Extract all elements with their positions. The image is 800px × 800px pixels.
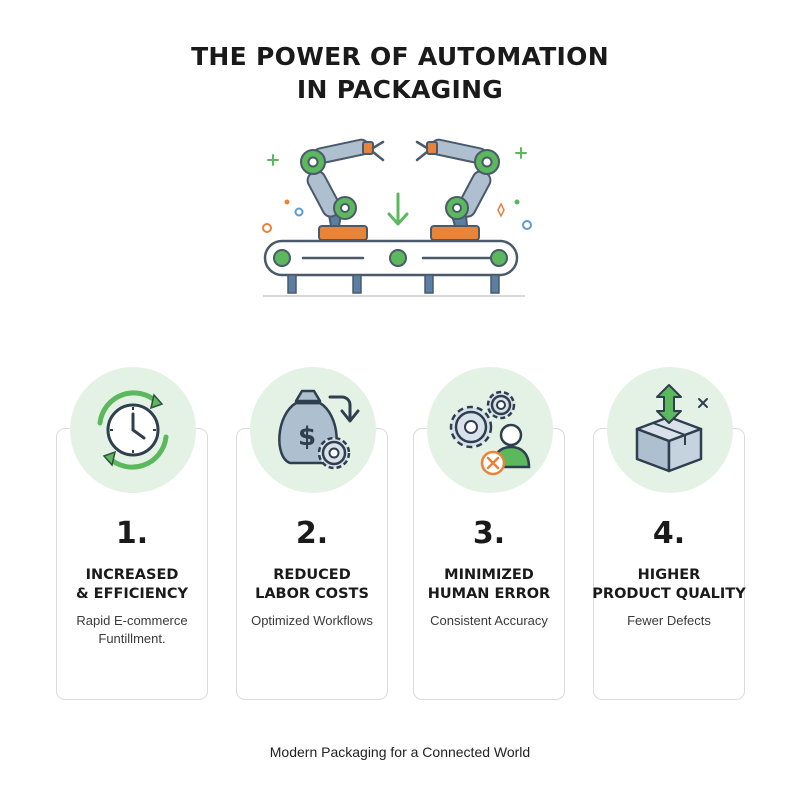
- benefit-subtitle-line-2: Funtillment.: [98, 631, 166, 646]
- benefit-badge: [70, 367, 196, 493]
- benefit-heading-line-1: REDUCED: [273, 567, 351, 583]
- box-quality-arrows-icon: [635, 384, 708, 473]
- robot-arms-conveyor-icon: [262, 138, 532, 297]
- benefit-badge: $: [250, 367, 376, 493]
- benefit-heading-line-1: MINIMIZED: [444, 567, 534, 583]
- benefit-subtitle-line-1: Consistent Accuracy: [430, 613, 548, 628]
- gears-person-error-icon: [449, 390, 531, 476]
- benefit-subtitle: Optimized Workflows: [232, 612, 392, 630]
- benefit-number: 1.: [115, 516, 149, 551]
- benefit-heading: INCREASED & EFFICIENCY: [47, 566, 217, 604]
- benefit-heading: HIGHER PRODUCT QUALITY: [584, 566, 754, 604]
- benefit-number: 3.: [472, 516, 506, 551]
- title-line-1: THE POWER OF AUTOMATION: [191, 42, 609, 71]
- benefit-heading: REDUCED LABOR COSTS: [227, 566, 397, 604]
- benefit-heading: MINIMIZED HUMAN ERROR: [404, 566, 574, 604]
- benefit-subtitle: Fewer Defects: [589, 612, 749, 630]
- title-line-2: IN PACKAGING: [296, 75, 504, 104]
- benefit-subtitle: Consistent Accuracy: [409, 612, 569, 630]
- benefit-heading-line-2: PRODUCT QUALITY: [592, 586, 746, 602]
- svg-text:$: $: [298, 422, 316, 452]
- benefit-badge: [607, 367, 733, 493]
- benefit-number: 2.: [295, 516, 329, 551]
- benefit-heading-line-2: & EFFICIENCY: [75, 586, 189, 602]
- benefit-heading-line-1: HIGHER: [637, 567, 701, 583]
- benefit-subtitle-line-1: Rapid E-commerce: [76, 613, 188, 628]
- page-title: THE POWER OF AUTOMATION IN PACKAGING: [0, 40, 800, 106]
- benefit-heading-line-2: HUMAN ERROR: [427, 586, 551, 602]
- benefit-badge: [427, 367, 553, 493]
- benefit-number: 4.: [652, 516, 686, 551]
- benefit-heading-line-2: LABOR COSTS: [255, 586, 369, 602]
- benefit-subtitle-line-1: Optimized Workflows: [251, 613, 373, 628]
- benefit-subtitle: Rapid E-commerce Funtillment.: [52, 612, 212, 648]
- benefit-subtitle-line-1: Fewer Defects: [627, 613, 711, 628]
- benefit-heading-line-1: INCREASED: [85, 567, 179, 583]
- money-bag-gear-icon: $: [278, 389, 360, 470]
- footer-tagline: Modern Packaging for a Connected World: [269, 744, 531, 760]
- clock-cycle-icon: [97, 390, 169, 470]
